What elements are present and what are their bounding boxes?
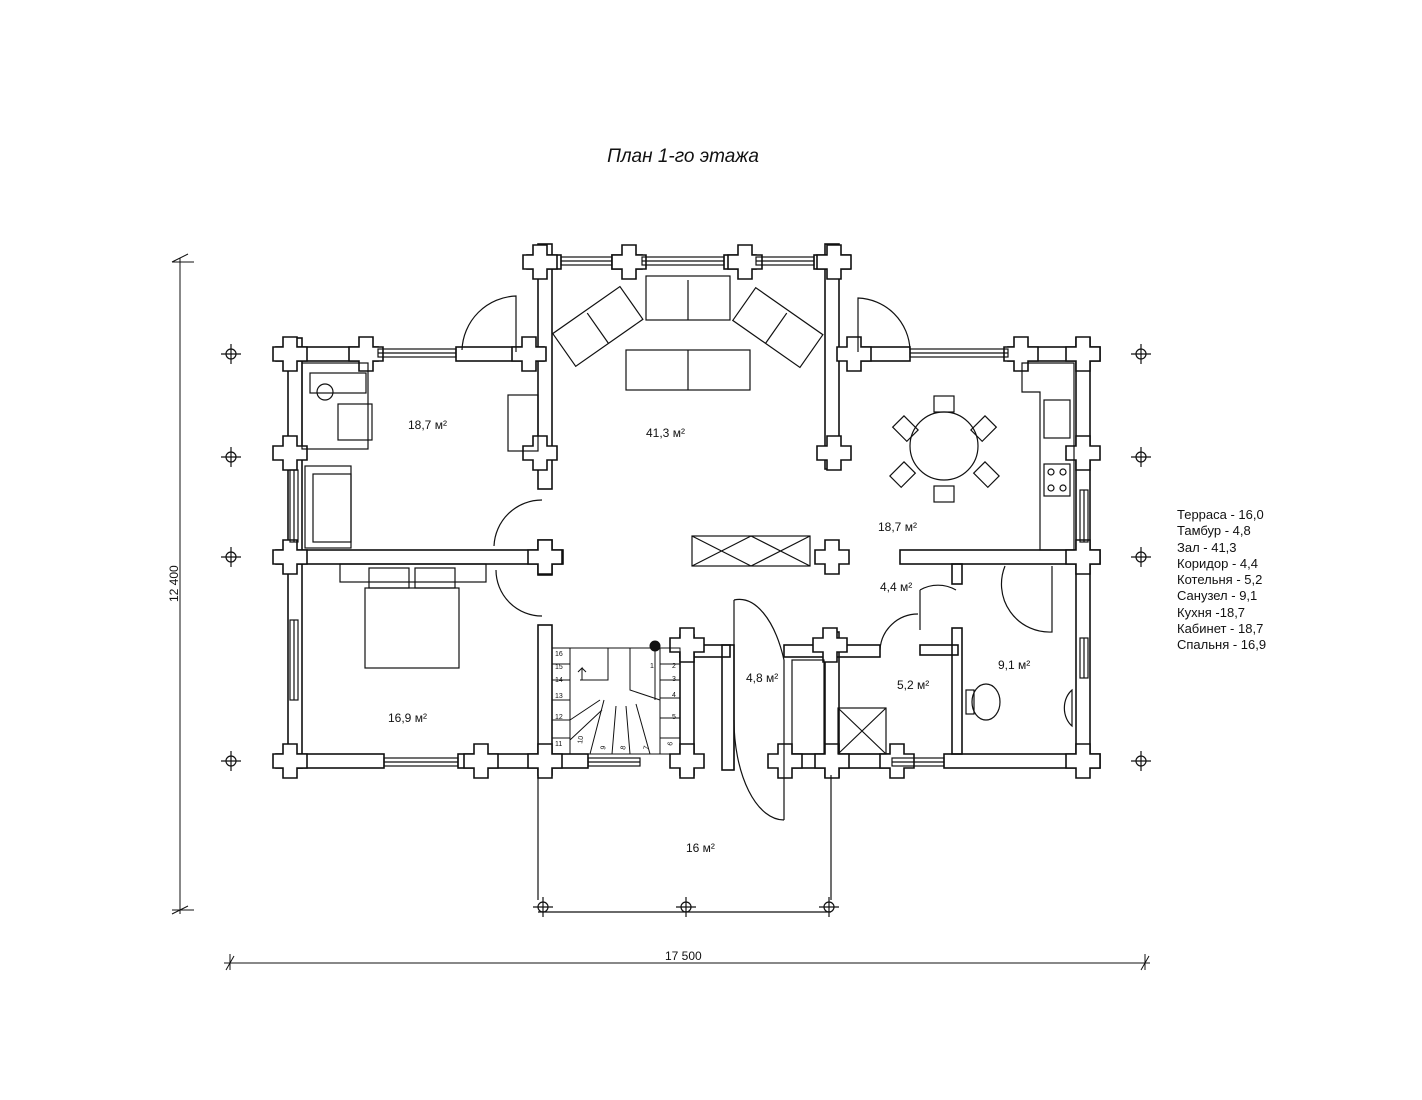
room-area-hall: 41,3 м²	[646, 426, 685, 440]
dimension-lines	[171, 253, 1150, 971]
stair-step-number: 12	[555, 714, 563, 721]
wall-junction	[272, 336, 308, 372]
wall-junction	[669, 627, 705, 663]
wall-junction	[1065, 539, 1101, 575]
wall-junctions	[272, 244, 1101, 779]
stair-step-number: 10	[577, 735, 585, 744]
wall-junction	[522, 244, 558, 280]
walls	[275, 243, 1101, 778]
legend-item: Кухня -18,7	[1177, 604, 1246, 620]
room-area-bathroom: 9,1 м²	[998, 658, 1030, 672]
room-area-tambour: 4,8 м²	[746, 671, 778, 685]
wall-junction	[879, 743, 915, 779]
legend-item: Зал - 41,3	[1177, 539, 1237, 555]
stair-step-number: 1	[650, 663, 654, 670]
stair-step-number: 3	[672, 676, 676, 683]
terrace	[537, 775, 832, 913]
stair-step-number: 6	[667, 741, 675, 746]
wall-junction	[814, 539, 850, 575]
stair-step-number: 5	[672, 714, 676, 721]
room-legend: Терраса - 16,0 Тамбур - 4,8 Зал - 41,3 К…	[1177, 507, 1266, 654]
legend-item: Котельня - 5,2	[1177, 572, 1263, 588]
stair-step-number: 16	[555, 651, 563, 658]
room-area-bedroom: 16,9 м²	[388, 711, 427, 725]
stair-step-numbers: 16 15 14 13 12 11 10 9 8 7 6 5 4 3 2 1	[555, 651, 676, 750]
wall-junction	[511, 336, 547, 372]
stair-step-number: 7	[643, 745, 651, 750]
wall-junction	[1003, 336, 1039, 372]
wall-junction	[767, 743, 803, 779]
wall-junction	[272, 539, 308, 575]
wall-junction	[611, 244, 647, 280]
wall-junction	[816, 435, 852, 471]
stair-step-number: 4	[672, 692, 676, 699]
legend-item: Тамбур - 4,8	[1177, 523, 1251, 539]
wall-junction	[527, 539, 563, 575]
stair-step-number: 9	[600, 745, 608, 750]
stair-step-number: 11	[555, 741, 562, 748]
wall-junction	[527, 743, 563, 779]
wall-junction	[727, 244, 763, 280]
stair-step-number: 15	[555, 664, 563, 671]
stair-step-number: 8	[620, 745, 628, 750]
wall-junction	[1065, 743, 1101, 779]
legend-item: Спальня - 16,9	[1177, 637, 1267, 653]
room-area-cabinet: 18,7 м²	[408, 418, 447, 432]
room-area-terrace: 16 м²	[686, 841, 715, 855]
wall-junction	[1065, 435, 1101, 471]
wall-junction	[522, 435, 558, 471]
wall-junction	[463, 743, 499, 779]
room-area-boiler: 5,2 м²	[897, 678, 929, 692]
wall-junction	[812, 627, 848, 663]
wall-junction	[836, 336, 872, 372]
wall-junction	[348, 336, 384, 372]
axis-markers	[221, 344, 1151, 917]
plan-title: План 1-го этажа	[607, 146, 759, 167]
furniture	[301, 275, 1075, 755]
wall-junction	[669, 743, 705, 779]
legend-item: Терраса - 16,0	[1177, 507, 1264, 522]
legend-item: Кабинет - 18,7	[1177, 621, 1264, 637]
room-area-kitchen: 18,7 м²	[878, 520, 917, 534]
dimension-height: 12 400	[167, 565, 181, 602]
wall-junction	[1065, 336, 1101, 372]
room-area-corridor: 4,4 м²	[880, 580, 912, 594]
stair-step-number: 13	[555, 693, 563, 700]
doors	[461, 295, 1053, 821]
dimension-width: 17 500	[665, 949, 702, 963]
wall-junction	[272, 743, 308, 779]
legend-item: Санузел - 9,1	[1177, 588, 1258, 604]
stair-step-number: 14	[555, 677, 563, 684]
windows	[289, 256, 1089, 767]
legend-item: Коридор - 4,4	[1177, 555, 1258, 571]
wall-junction	[816, 244, 852, 280]
stair-step-number: 2	[672, 663, 676, 670]
staircase	[551, 640, 681, 755]
